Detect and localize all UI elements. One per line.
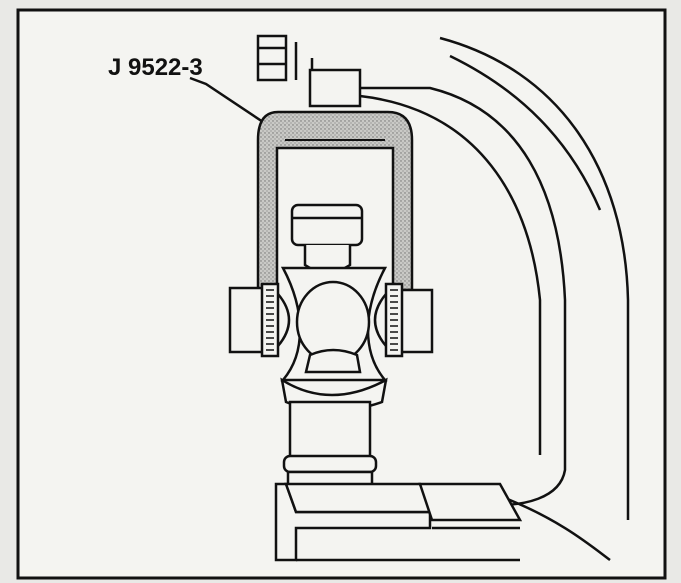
tool-callout-label: J 9522-3 — [108, 54, 203, 81]
press-base — [274, 482, 523, 562]
press-frame — [310, 36, 630, 561]
left-bearing-cup — [228, 282, 291, 358]
right-bearing-cup — [373, 282, 434, 358]
cross-body — [280, 266, 388, 382]
upper-bearing-cap — [290, 203, 364, 274]
press-ram — [256, 34, 362, 108]
adapter-tool — [256, 110, 414, 292]
callout-leader — [189, 76, 276, 132]
